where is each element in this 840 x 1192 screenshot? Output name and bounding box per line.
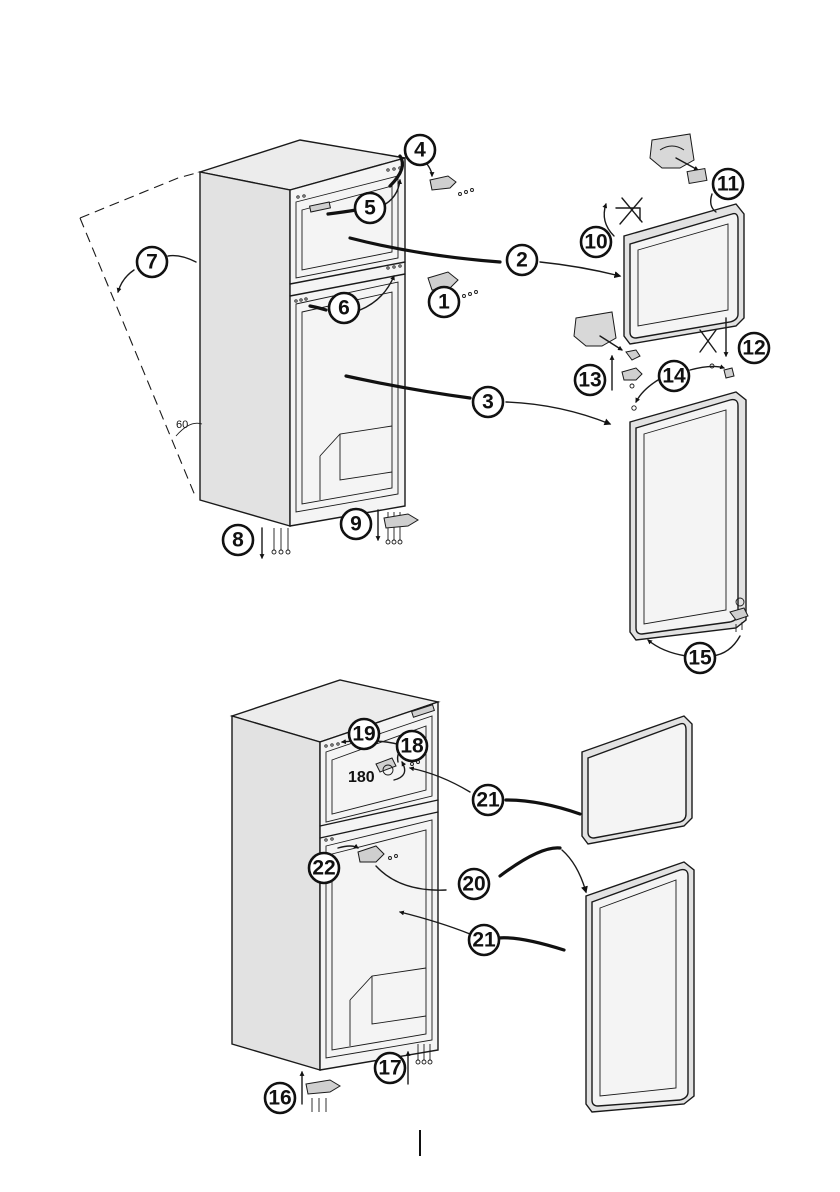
step-badge-16: 16 xyxy=(265,1083,295,1113)
tilt-angle-label: 60 xyxy=(176,419,188,431)
bag-icon xyxy=(650,134,694,168)
freezer-door-bottom xyxy=(582,716,692,844)
svg-text:17: 17 xyxy=(378,1057,401,1080)
rotate-angle-label: 180 xyxy=(348,769,375,786)
svg-text:22: 22 xyxy=(312,857,335,880)
svg-text:10: 10 xyxy=(584,231,607,254)
svg-text:12: 12 xyxy=(742,337,765,360)
svg-text:8: 8 xyxy=(232,529,244,552)
step-badge-2: 2 xyxy=(507,245,537,275)
svg-text:14: 14 xyxy=(662,365,686,388)
step-badge-21-lower: 21 xyxy=(469,925,499,955)
fridge-door-top xyxy=(630,392,746,640)
svg-text:1: 1 xyxy=(438,291,450,314)
fridge-left-side xyxy=(200,172,290,526)
step-badge-12: 12 xyxy=(739,333,769,363)
step-badge-18: 18 xyxy=(397,731,427,761)
step-badge-17: 17 xyxy=(375,1053,405,1083)
top-hinge-icon xyxy=(430,176,456,190)
svg-text:3: 3 xyxy=(482,391,494,414)
step-badge-21-upper: 21 xyxy=(473,785,503,815)
step-badge-22: 22 xyxy=(309,853,339,883)
step-badge-15: 15 xyxy=(685,643,715,673)
svg-text:9: 9 xyxy=(350,513,362,536)
tilt-outline xyxy=(80,172,200,498)
fridge-door-bottom xyxy=(586,862,694,1112)
step-badge-5: 5 xyxy=(355,193,385,223)
svg-text:13: 13 xyxy=(578,369,601,392)
svg-text:15: 15 xyxy=(688,647,712,670)
bottom-hinge-icon xyxy=(384,512,418,544)
svg-text:2: 2 xyxy=(516,249,528,272)
step-badge-6: 6 xyxy=(329,293,359,323)
svg-text:4: 4 xyxy=(414,139,426,162)
svg-text:11: 11 xyxy=(717,173,740,196)
step-badge-14: 14 xyxy=(659,361,689,391)
step-badge-11: 11 xyxy=(713,169,743,199)
step-badge-19: 19 xyxy=(349,719,379,749)
fridge-top-view: 60 xyxy=(80,140,405,526)
svg-text:19: 19 xyxy=(352,723,375,746)
step-badge-1: 1 xyxy=(429,287,459,317)
svg-text:18: 18 xyxy=(400,735,424,758)
svg-text:5: 5 xyxy=(364,197,376,220)
svg-text:21: 21 xyxy=(472,929,496,952)
step-badge-13: 13 xyxy=(575,365,605,395)
svg-text:7: 7 xyxy=(146,251,158,274)
screw-icon xyxy=(459,189,474,196)
step-badge-4: 4 xyxy=(405,135,435,165)
step-badge-8: 8 xyxy=(223,525,253,555)
svg-text:21: 21 xyxy=(476,789,500,812)
step-badge-10: 10 xyxy=(581,227,611,257)
fridge-front-face xyxy=(290,158,405,526)
cross-icon xyxy=(616,198,642,224)
step-badge-7: 7 xyxy=(137,247,167,277)
step-badge-9: 9 xyxy=(341,509,371,539)
svg-text:6: 6 xyxy=(338,297,350,320)
foot-screws-left xyxy=(272,528,290,554)
step-badge-20: 20 xyxy=(459,869,489,899)
svg-text:20: 20 xyxy=(462,873,485,896)
step-badge-3: 3 xyxy=(473,387,503,417)
svg-text:16: 16 xyxy=(268,1087,291,1110)
